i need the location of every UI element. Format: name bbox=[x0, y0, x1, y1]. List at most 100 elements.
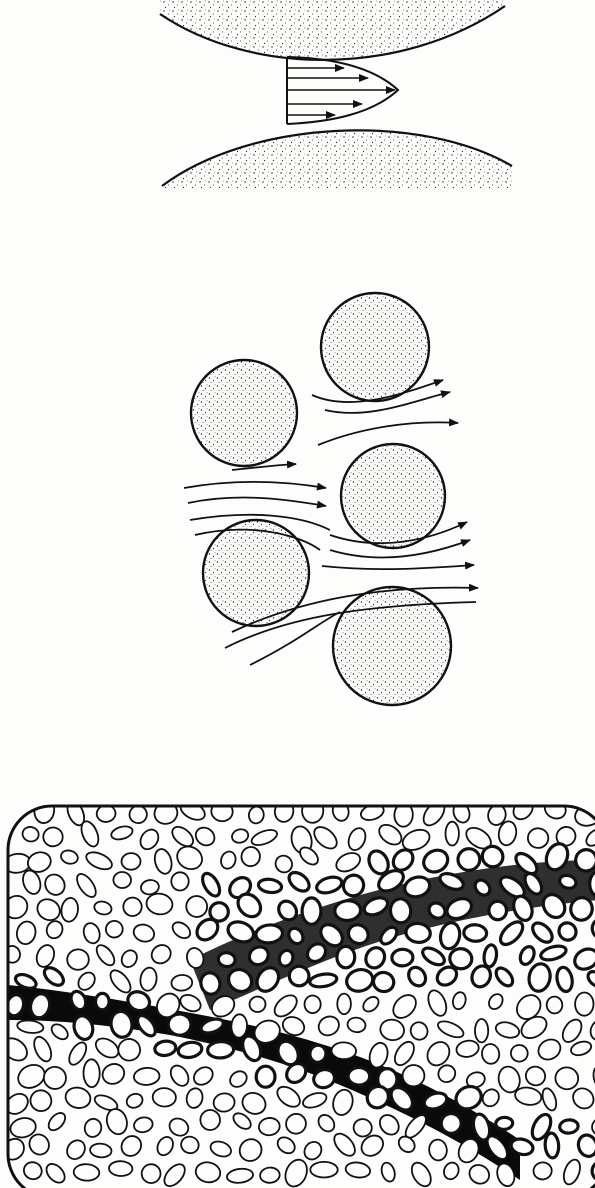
grain-outline bbox=[240, 846, 261, 868]
grain-outline bbox=[152, 847, 174, 875]
grain-outline bbox=[331, 1042, 356, 1060]
grain-outline bbox=[226, 1167, 254, 1184]
grain-outline bbox=[21, 825, 40, 843]
grain-outline bbox=[64, 1085, 93, 1110]
grain-outline bbox=[250, 827, 279, 848]
grain-outline bbox=[360, 994, 381, 1014]
grain-outline bbox=[3, 944, 22, 964]
grain-outline bbox=[446, 822, 459, 846]
grain-outline bbox=[451, 991, 467, 1011]
grain-outline bbox=[258, 878, 283, 894]
grain-outline bbox=[345, 826, 368, 853]
grain-outline bbox=[116, 1036, 143, 1063]
grain-outline bbox=[145, 892, 174, 916]
grain-outline bbox=[0, 1135, 28, 1164]
grain-outline bbox=[337, 994, 351, 1015]
grain-outline bbox=[494, 1020, 521, 1040]
grain-outline bbox=[497, 918, 527, 948]
grain-outline bbox=[178, 992, 204, 1015]
grain-outline bbox=[282, 1110, 310, 1138]
streamline bbox=[318, 422, 458, 445]
grain-flow-panel bbox=[0, 280, 595, 720]
grain-outline bbox=[34, 895, 64, 924]
grain-outline bbox=[523, 1063, 549, 1088]
grain-outline bbox=[575, 992, 594, 1016]
grain-outline bbox=[152, 800, 180, 827]
grain-outline bbox=[420, 846, 452, 876]
grain-outline bbox=[436, 1018, 466, 1040]
grain-outline bbox=[258, 1117, 281, 1137]
grain-outline bbox=[177, 1041, 203, 1060]
grain-outline bbox=[440, 1112, 463, 1135]
grain-outline bbox=[546, 996, 563, 1014]
grain-outline bbox=[556, 919, 580, 943]
grain-outline bbox=[428, 1139, 448, 1162]
grain-outline bbox=[378, 1017, 406, 1042]
grain-outline bbox=[301, 1139, 325, 1163]
grain-outline bbox=[310, 823, 340, 853]
grain-outline bbox=[182, 892, 211, 921]
grain bbox=[191, 360, 297, 466]
grain-outline bbox=[178, 800, 208, 823]
grain-flow-diagram bbox=[0, 280, 595, 720]
grain-outline bbox=[553, 1065, 580, 1091]
grain-outline bbox=[45, 1110, 68, 1133]
grain-outline bbox=[212, 1092, 235, 1113]
grain-outline bbox=[92, 1035, 122, 1062]
grain-outline bbox=[337, 946, 355, 967]
grain-outline bbox=[587, 1015, 595, 1044]
grain-outline bbox=[315, 874, 344, 895]
grain-outline bbox=[0, 1034, 31, 1065]
grain-outline bbox=[99, 1061, 127, 1088]
grain-outline bbox=[140, 1163, 162, 1185]
grain-outline bbox=[405, 964, 429, 989]
grain-outline bbox=[207, 1041, 234, 1059]
grain-outline bbox=[60, 897, 80, 923]
grain-outline bbox=[103, 918, 125, 940]
grain-outline bbox=[170, 919, 194, 941]
grain-outline bbox=[509, 1043, 530, 1064]
grain-outline bbox=[309, 972, 338, 988]
grain-outline bbox=[131, 922, 156, 944]
grain-outline bbox=[583, 826, 595, 850]
grain-outline bbox=[315, 1013, 342, 1039]
grain-outline bbox=[510, 800, 537, 823]
grain-outline bbox=[438, 921, 462, 951]
grain-outline bbox=[348, 1067, 370, 1085]
grain-outline bbox=[107, 967, 135, 996]
grain-outline bbox=[148, 941, 174, 967]
grain-outline bbox=[247, 805, 265, 824]
grain-outline bbox=[346, 1016, 366, 1033]
grain-outline bbox=[527, 827, 549, 848]
grain-outline bbox=[344, 967, 375, 994]
grain-outline bbox=[81, 921, 102, 945]
grain-outline bbox=[218, 952, 236, 968]
grain-outline bbox=[132, 1116, 154, 1134]
grain-outline bbox=[281, 1156, 310, 1188]
grain-outline bbox=[117, 1132, 145, 1160]
grain-outline bbox=[208, 1139, 233, 1159]
grain-outline bbox=[495, 1117, 513, 1130]
grain-outline bbox=[17, 1019, 44, 1034]
grain-outline bbox=[173, 842, 206, 873]
grain-outline bbox=[479, 1086, 502, 1109]
grain-outline bbox=[540, 1087, 559, 1113]
pore-throat-panel bbox=[0, 0, 595, 200]
grain-outline bbox=[391, 1038, 418, 1068]
grain-outline bbox=[63, 1137, 88, 1163]
grain-outline bbox=[275, 1134, 298, 1156]
grain-outline bbox=[137, 826, 162, 852]
grain-outline bbox=[235, 1135, 266, 1166]
grain-outline bbox=[441, 1160, 461, 1181]
grain-outline bbox=[488, 900, 508, 920]
grain-outline bbox=[192, 824, 218, 849]
grain-outline bbox=[555, 966, 574, 993]
grain-outline bbox=[160, 1161, 188, 1188]
grain-outline bbox=[286, 869, 313, 895]
grain-outline bbox=[110, 824, 134, 842]
grain-outline bbox=[90, 1143, 113, 1158]
grain-outline bbox=[302, 898, 321, 924]
grain-outline bbox=[73, 1164, 99, 1182]
grain-outline bbox=[486, 992, 505, 1012]
grain-outline bbox=[41, 871, 68, 899]
